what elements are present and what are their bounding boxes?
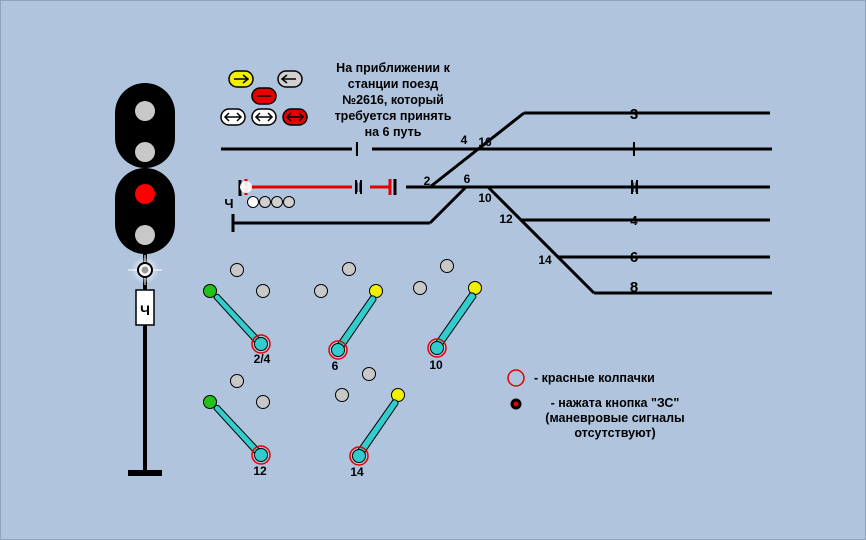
shunting-indicators (247, 196, 295, 208)
legend-red-cap-icon (507, 369, 525, 387)
legend-zs-line-3: отсутствуют) (574, 426, 656, 440)
switch-4-label: 4 (461, 133, 468, 147)
white-bidirectional-button-1[interactable] (220, 108, 246, 126)
gray-arrow-left-button[interactable] (277, 70, 303, 88)
lamp-off-3 (135, 225, 155, 245)
track-ch-label: Ч (224, 196, 233, 211)
lamp-red (135, 184, 155, 204)
switch-16-label: 16 (478, 135, 492, 149)
lever-2-4-label: 2/4 (254, 352, 271, 366)
switch-10-label: 10 (478, 191, 492, 205)
lever-6-label: 6 (332, 359, 339, 373)
lamp-off-1 (135, 101, 155, 121)
info-line-4: требуется принять (334, 109, 452, 123)
track-separators (355, 142, 638, 194)
signal-head-upper (115, 83, 175, 168)
track-8-label: 8 (630, 279, 638, 296)
lever-14[interactable]: 14 (335, 367, 405, 480)
lever-10[interactable]: 10 (413, 259, 482, 373)
lever-12[interactable]: 12 (203, 374, 271, 479)
info-message: На приближении к станции поезд №2616, ко… (318, 60, 468, 140)
lever-6[interactable]: 6 (314, 262, 383, 374)
signal-head-lower (115, 168, 175, 254)
signal-plate-label: Ч (140, 302, 150, 318)
info-line-2: станции поезд (347, 77, 439, 91)
legend-red-caps: - красные колпачки (534, 371, 655, 385)
lever-2-4[interactable]: 2/4 (203, 263, 271, 367)
signal-plate: Ч (135, 289, 155, 326)
route-highlight (244, 179, 392, 195)
switch-14-label: 14 (538, 253, 552, 267)
lever-14-label: 14 (350, 465, 364, 479)
track-lines (221, 111, 772, 295)
legend-zs-button: - нажата кнопка "ЗС" (маневровые сигналы… (530, 396, 700, 441)
shunting-lamp (128, 255, 162, 285)
lever-10-label: 10 (429, 358, 443, 372)
track-6-label: 6 (630, 249, 638, 266)
red-dash-button[interactable] (251, 87, 277, 105)
legend-zs-line-2: (маневровые сигналы (545, 411, 685, 425)
track-4-label: 4 (630, 213, 638, 228)
info-line-5: на 6 путь (364, 125, 422, 139)
route-start-glow (240, 181, 252, 193)
red-bidirectional-button[interactable] (282, 108, 308, 126)
switch-2-label: 2 (424, 174, 431, 188)
switch-12-label: 12 (499, 212, 513, 226)
lever-12-label: 12 (253, 464, 267, 478)
switch-6-label: 6 (464, 172, 471, 186)
white-bidirectional-button-2[interactable] (251, 108, 277, 126)
track-3-label: 3 (630, 106, 638, 123)
lamp-off-2 (135, 142, 155, 162)
legend-zs-line-1: - нажата кнопка "ЗС" (550, 396, 680, 410)
yellow-arrow-right-button[interactable] (228, 70, 254, 88)
signal-mast (128, 240, 162, 476)
dead-end-stops (231, 179, 397, 232)
info-line-1: На приближении к (336, 61, 450, 75)
legend-zs-button-icon (510, 398, 522, 410)
info-line-3: №2616, который (342, 93, 444, 107)
